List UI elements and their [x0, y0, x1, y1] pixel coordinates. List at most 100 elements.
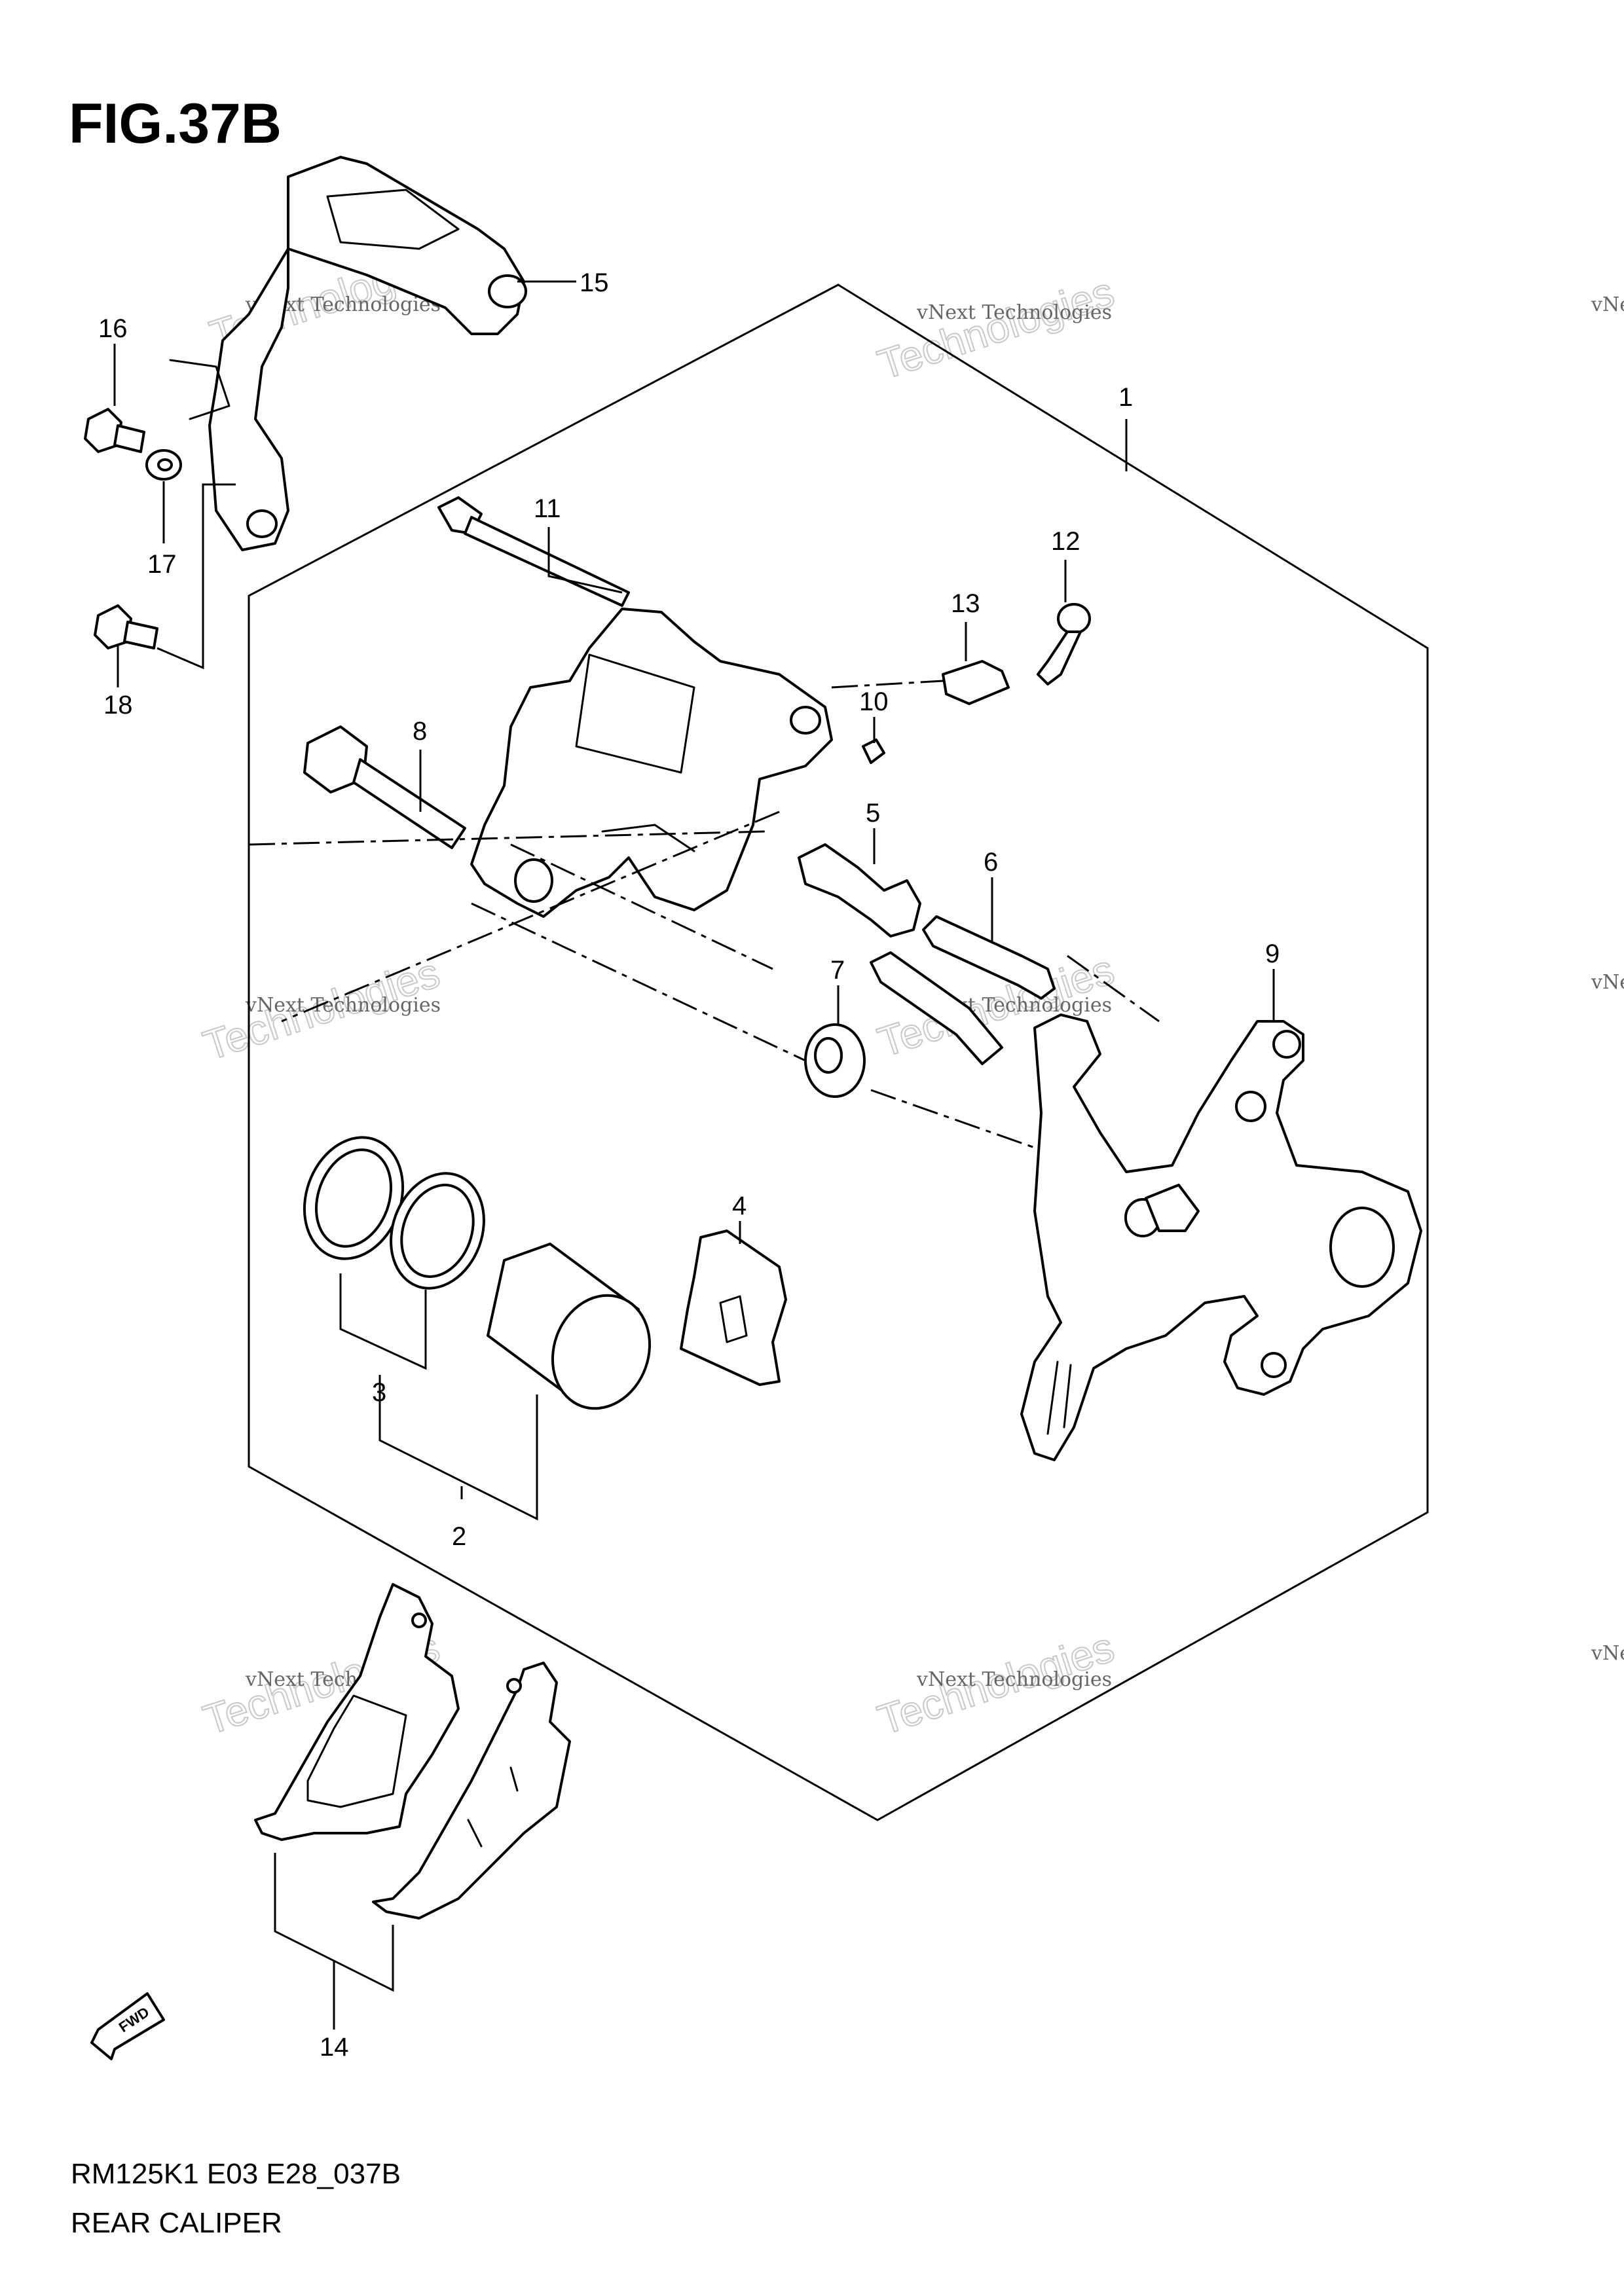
bolt-shank: [113, 424, 145, 453]
part-9-support-bracket: [1020, 1013, 1422, 1461]
watermark-text-edge: vNext: [1591, 971, 1624, 994]
brake-pad-rear-marks: [467, 1766, 519, 1848]
leader-16-18-group: [157, 483, 236, 670]
part-14-brake-pads: [254, 1583, 571, 1920]
pin-body: [922, 915, 1056, 1000]
part-11-pin: [437, 496, 630, 607]
part-16-bolt: [84, 408, 145, 453]
bracket-body: [208, 156, 525, 551]
callout-6: 6: [984, 848, 998, 877]
brake-pad-front-lining: [306, 1694, 407, 1808]
brake-pad-rear-hole: [506, 1678, 522, 1694]
caliper-face: [575, 653, 695, 774]
part-3-dust-seal: [390, 1172, 485, 1290]
assembly-outline: [248, 283, 1429, 1821]
brake-pad-front: [254, 1583, 460, 1841]
axis-line-3: [870, 1089, 1048, 1154]
pad-spring-tab: [719, 1295, 748, 1343]
brake-pad-front-hole: [411, 1613, 427, 1628]
callout-8: 8: [413, 717, 427, 746]
callout-14: 14: [320, 2033, 349, 2062]
watermark: Technologies vNext Technologies: [872, 1622, 1120, 1744]
part-5-boot: [798, 843, 921, 938]
figure-title: FIG.37B: [69, 92, 282, 155]
watermark: Technologies vNext Technologies: [197, 948, 446, 1070]
watermark-text-edge: vNext: [1591, 293, 1624, 316]
callout-17: 17: [147, 550, 177, 579]
part-17-washer: [145, 449, 182, 481]
caliper-port: [514, 858, 553, 903]
caliper-edge: [601, 824, 695, 852]
part-12-cap: [1037, 603, 1091, 685]
watermark: vNext vNext vNext: [1591, 293, 1624, 1665]
part-2-piston: [487, 1243, 652, 1410]
bracket-edge: [169, 359, 231, 420]
bleeder-axis: [831, 680, 944, 689]
part-6-pin: [922, 915, 1056, 1000]
callout-7: 7: [830, 956, 845, 985]
support-hole-1: [1272, 1030, 1301, 1059]
watermark-text: vNext Technologies: [916, 301, 1112, 324]
support-bracket-body: [1020, 1013, 1422, 1461]
bracket-slot: [326, 189, 460, 250]
callout-15: 15: [580, 268, 609, 297]
cap-top: [1057, 603, 1091, 634]
watermark-text: vNext Technologies: [916, 1668, 1112, 1691]
pad-spring: [870, 951, 1003, 1065]
caliper-body: [470, 608, 833, 918]
support-pivot-pin: [1145, 1184, 1200, 1232]
callout-12: 12: [1051, 527, 1080, 556]
callout-18: 18: [103, 691, 133, 720]
callout-1: 1: [1118, 383, 1133, 412]
part-4-pad-spring: [680, 1230, 787, 1386]
callout-9: 9: [1265, 939, 1280, 968]
pad-spring-body: [680, 1230, 787, 1386]
bleeder-body: [942, 660, 1010, 705]
cap-strap: [1037, 630, 1082, 685]
callout-10: 10: [859, 687, 889, 716]
callout-13: 13: [951, 589, 980, 618]
axis-line-5: [281, 811, 780, 1023]
diagram-code: RM125K1 E03 E28_037B: [71, 2158, 401, 2190]
boot-inner: [814, 1037, 843, 1074]
support-hole-3: [1329, 1207, 1395, 1288]
part-10-clip: [862, 738, 885, 764]
leader-3-group: [339, 1273, 427, 1370]
axis-line-6: [1067, 955, 1160, 1023]
seal-outer-ring-inner: [314, 1148, 393, 1248]
part-15-bracket: [169, 156, 527, 551]
callout-11: 11: [534, 494, 561, 523]
guide-pin-shaft: [352, 758, 466, 849]
callout-3: 3: [372, 1378, 386, 1407]
axis-line-4: [510, 843, 773, 970]
piston-face: [551, 1294, 652, 1410]
axis-line-2: [471, 902, 806, 1062]
support-hole-2: [1235, 1091, 1266, 1122]
part-13-bleeder: [942, 660, 1010, 705]
bracket-hole-lower: [246, 509, 278, 538]
caliper-hole: [790, 706, 821, 735]
leader-2-group: [378, 1394, 538, 1521]
part-18-bolt: [94, 604, 158, 649]
washer-inner: [157, 458, 173, 471]
callout-2: 2: [452, 1522, 466, 1551]
callout-16: 16: [98, 314, 128, 343]
callout-4: 4: [732, 1192, 747, 1220]
part-8-guide-pin: [303, 725, 466, 849]
axis-line-1: [248, 830, 767, 846]
seal-ring-inner: [400, 1184, 475, 1278]
bracket-hole-upper: [488, 274, 527, 308]
callout-labels: 1 2 3 4 5 6 7 8 9 10 11 12 13 14 15 16 1…: [98, 268, 1280, 2062]
fwd-arrow: FWD: [90, 1992, 165, 2060]
callout-5: 5: [866, 799, 880, 828]
part-7-boot: [804, 1023, 866, 1098]
diagram-caption: REAR CALIPER: [71, 2207, 282, 2239]
leader-11: [547, 527, 623, 594]
support-slot: [1046, 1360, 1072, 1435]
watermark-text: vNext Technologies: [245, 994, 441, 1017]
part-3-piston-seal: [303, 1136, 405, 1260]
bolt-shank: [123, 621, 158, 649]
watermark-text-edge: vNext: [1591, 1642, 1624, 1665]
